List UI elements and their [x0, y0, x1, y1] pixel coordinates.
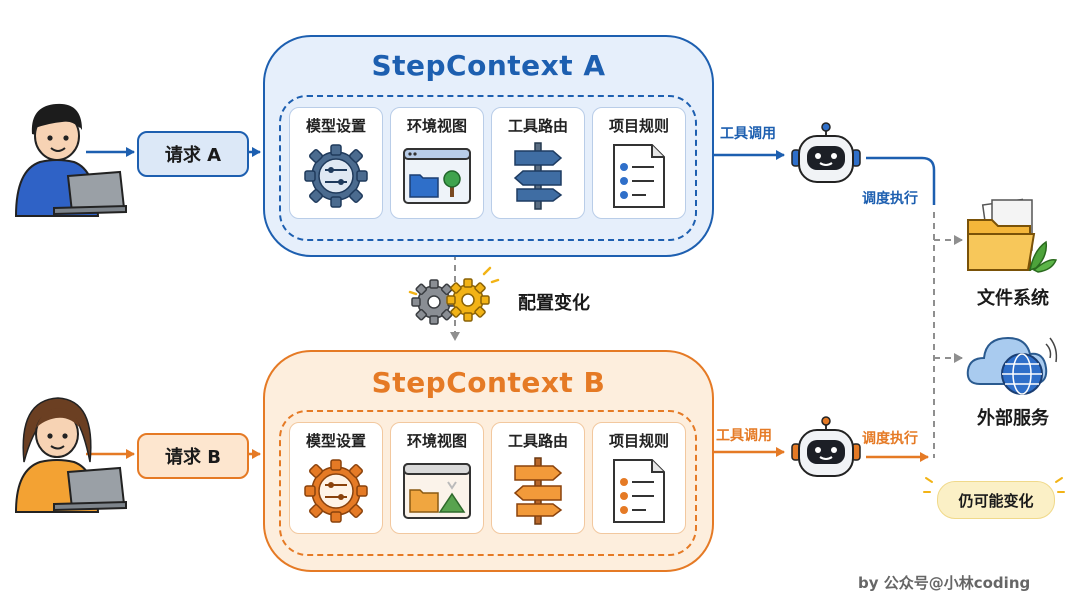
step-context-b: StepContext B 模型设置	[263, 350, 714, 572]
still-may-change-label: 仍可能变化	[958, 491, 1034, 510]
user-a-icon	[14, 103, 127, 217]
dispatch-label-a: 调度执行	[862, 191, 918, 207]
robot-a-icon	[791, 122, 861, 183]
card-label: 工具路由	[507, 432, 568, 450]
checklist-icon	[613, 459, 665, 523]
request-b-label: 请求 B	[165, 447, 221, 468]
gear-icon	[304, 459, 368, 523]
card-model-settings-b: 模型设置	[289, 422, 383, 534]
tool-call-label-b: 工具调用	[716, 428, 772, 444]
config-change-label: 配置变化	[518, 293, 590, 314]
folder-icon	[967, 198, 1058, 273]
sparkle-lines	[923, 477, 1065, 493]
signpost-icon	[513, 142, 563, 210]
signpost-icon	[513, 457, 563, 525]
card-label: 模型设置	[305, 432, 366, 450]
step-context-a: StepContext A 模型设置	[263, 35, 714, 257]
config-gears-icon	[408, 266, 500, 325]
card-environment-view-a: 环境视图	[390, 107, 484, 219]
user-b-icon	[14, 397, 127, 513]
card-label: 模型设置	[305, 117, 366, 135]
card-tool-routing-b: 工具路由	[491, 422, 585, 534]
checklist-icon	[613, 144, 665, 208]
dispatch-label-b: 调度执行	[862, 431, 918, 447]
gear-icon	[304, 144, 368, 208]
cloud-globe-icon	[966, 336, 1058, 395]
external-service-label: 外部服务	[977, 408, 1049, 429]
card-project-rules-a: 项目规则	[592, 107, 686, 219]
card-environment-view-b: 环境视图	[390, 422, 484, 534]
request-a-label: 请求 A	[164, 145, 222, 166]
filesystem-label: 文件系统	[977, 288, 1049, 309]
step-context-b-title: StepContext B	[371, 366, 606, 399]
credit-text: by 公众号@小林coding	[858, 574, 1031, 592]
request-a-box: 请求 A	[137, 131, 249, 177]
robot-b-icon	[791, 416, 861, 477]
window-icon	[403, 463, 471, 519]
step-context-a-inner: 模型设置 环	[279, 95, 697, 241]
card-label: 环境视图	[406, 432, 467, 450]
card-model-settings-a: 模型设置	[289, 107, 383, 219]
card-label: 环境视图	[406, 117, 467, 135]
tool-call-label-a: 工具调用	[720, 126, 776, 142]
still-may-change-badge: 仍可能变化	[937, 481, 1055, 519]
card-label: 项目规则	[608, 432, 669, 450]
step-context-a-title: StepContext A	[371, 49, 606, 82]
card-tool-routing-a: 工具路由	[491, 107, 585, 219]
request-b-box: 请求 B	[137, 433, 249, 479]
window-icon	[403, 148, 471, 204]
card-project-rules-b: 项目规则	[592, 422, 686, 534]
card-label: 工具路由	[507, 117, 568, 135]
step-context-b-inner: 模型设置 环	[279, 410, 697, 556]
card-label: 项目规则	[608, 117, 669, 135]
line-robot-a-dispatch	[866, 156, 936, 205]
